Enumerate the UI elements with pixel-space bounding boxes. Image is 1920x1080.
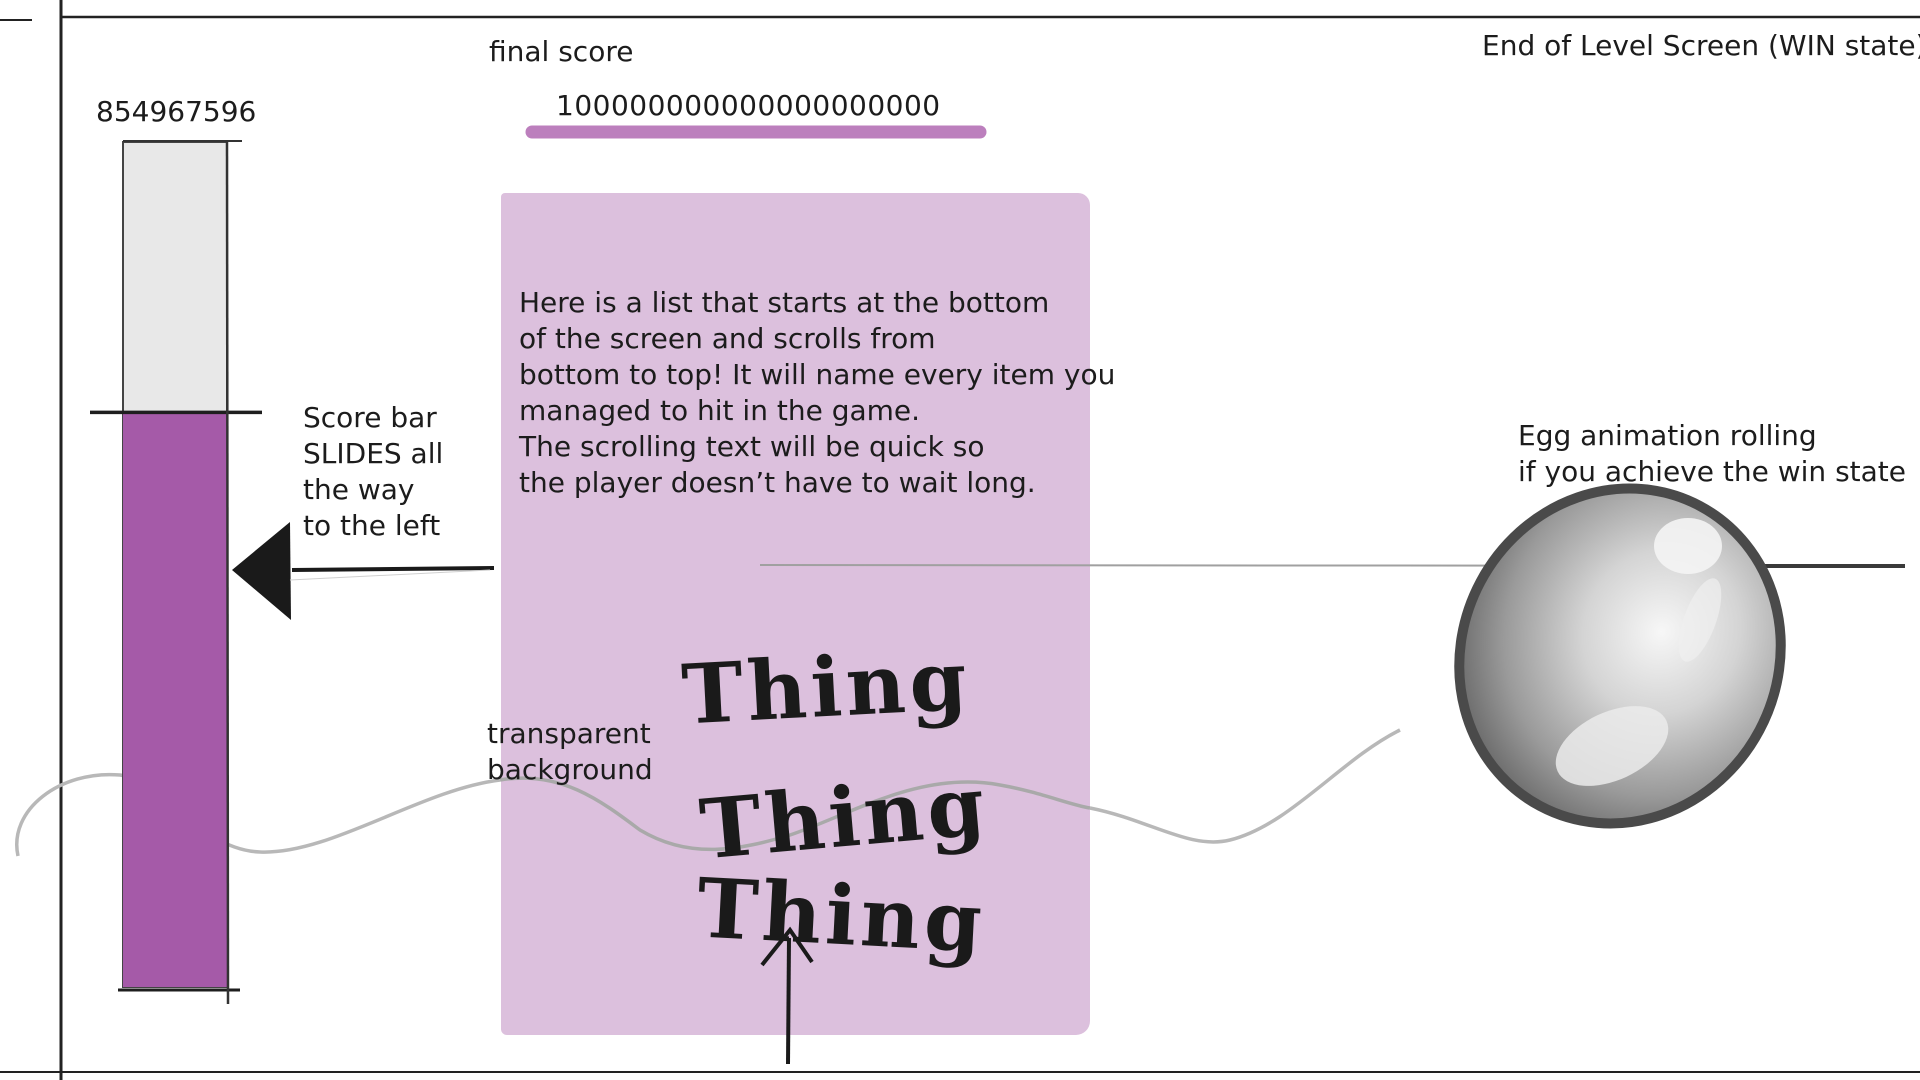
score-bar-value: 854967596 xyxy=(96,95,257,128)
scrolling-list-description: Here is a list that starts at the bottom… xyxy=(519,285,1115,501)
background-wave-right xyxy=(1089,728,1401,844)
description-line: the player doesn’t have to wait long. xyxy=(519,466,1036,499)
note-line: SLIDES all xyxy=(303,437,444,470)
description-line: managed to hit in the game. xyxy=(519,394,921,427)
egg-animation-note: Egg animation rolling if you achieve the… xyxy=(1518,418,1906,490)
page-title: End of Level Screen (WIN state) xyxy=(1482,29,1920,62)
transparent-background-note: transparent background xyxy=(487,716,653,788)
description-line: bottom to top! It will name every item y… xyxy=(519,358,1116,391)
note-line: background xyxy=(487,753,653,786)
description-line: of the screen and scrolls from xyxy=(519,322,936,355)
description-line: The scrolling text will be quick so xyxy=(519,430,985,463)
egg-icon xyxy=(1454,483,1786,829)
score-bar xyxy=(90,140,262,1005)
note-line: if you achieve the win state xyxy=(1518,455,1906,488)
score-bar-slide-note: Score bar SLIDES all the way to the left xyxy=(303,400,443,544)
note-line: Egg animation rolling xyxy=(1518,419,1817,452)
arrow-up-icon xyxy=(760,926,814,1065)
score-bar-fill xyxy=(123,412,227,987)
note-line: Score bar xyxy=(303,401,437,434)
list-item: Thing xyxy=(679,632,974,744)
background-wave-panel xyxy=(499,776,1091,852)
arrow-left-icon xyxy=(232,522,495,620)
scrolling-list-panel xyxy=(501,193,1090,1035)
score-bar-right-edge xyxy=(225,141,230,1005)
note-line: transparent xyxy=(487,717,651,750)
note-line: the way xyxy=(303,473,415,506)
final-score-label: final score xyxy=(489,35,634,68)
note-line: to the left xyxy=(303,509,441,542)
list-item: Thing xyxy=(694,860,989,972)
final-score-value: 100000000000000000000 xyxy=(556,89,941,122)
description-line: Here is a list that starts at the bottom xyxy=(519,286,1050,319)
